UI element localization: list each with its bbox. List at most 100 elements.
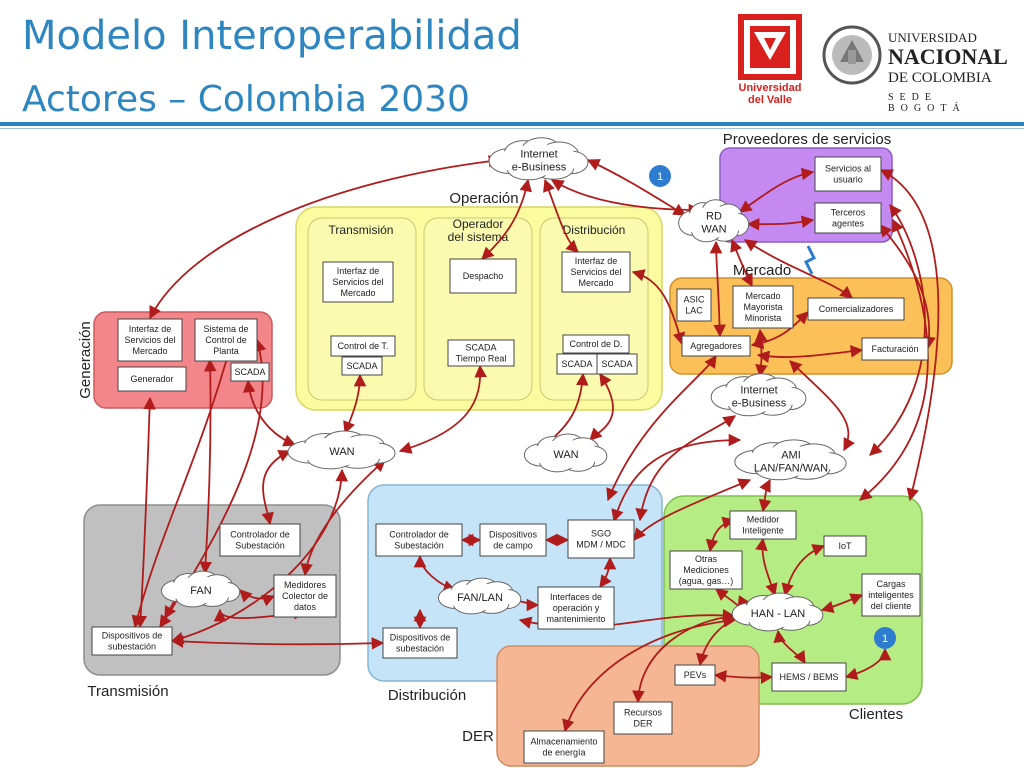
node-terceros-agentes-label-1: Terceros [831,208,866,218]
node-tr-controlador-label-2: Subestación [235,541,285,551]
connection-arrow-32 [713,670,774,684]
node-cl-medidor-label-1: Medidor [747,515,780,525]
title-rule [0,122,1024,126]
node-der-almacenamiento-label-1: Almacenamiento [530,737,597,747]
label-op-transmision: Transmisión [329,223,394,237]
node-op-di-control-label-1: Control de D. [569,339,622,349]
node-tr-medidores-label-2: Colector de [282,591,328,601]
node-box-scada-tr [447,339,515,367]
node-box-tr-medidores [273,574,337,618]
cloud-body-han-lan [740,598,816,628]
node-tr-medidores-label-3: datos [294,602,317,612]
node-di-dispositivos-label-2: subestación [396,644,444,654]
connection-arrow-1 [149,155,502,320]
node-facturacion: Facturación [861,337,929,361]
node-comercializadores: Comercializadores [807,297,905,321]
node-gen-sistema-label-3: Planta [213,346,239,356]
node-asic-lac-label-2: LAC [685,306,703,316]
label-der: DER [462,728,494,745]
node-op-di-scada1: SCADA [556,353,598,375]
connection-arrow-4 [550,179,702,217]
node-box-op-tr-control [330,335,396,357]
node-cl-otras-label-2: Mediciones [683,565,729,575]
node-tr-dispositivos-label-1: Dispositivos de [102,631,163,641]
node-gen-sistema-label-2: Control de [205,335,247,345]
cloud-internet-top-label-1: Internet [520,148,557,160]
node-box-di-interfaces [537,586,615,630]
cloud-fan-lan: FAN/LAN [437,577,522,615]
cloud-ami-label-1: AMI [781,449,801,461]
cloud-han-lan: HAN - LAN [731,592,824,632]
node-box-mercado-mayorista [732,285,794,329]
node-der-almacenamiento-label-2: de energía [542,748,585,758]
cloud-han-lan-label-1: HAN - LAN [751,608,805,620]
label-distribucion: Distribución [388,687,466,704]
node-der-recursos-label-2: DER [633,719,653,729]
cloud-body-fan-lan [445,583,515,611]
node-servicios-usuario-label-2: usuario [833,175,863,185]
node-op-di-interfaz-label-2: Servicios del [570,267,621,277]
node-comercializadores-label-1: Comercializadores [819,304,894,314]
node-op-tr-control-label-1: Control de T. [338,341,389,351]
connection-arrow-7 [746,215,815,231]
node-cl-iot-label-1: IoT [838,541,852,551]
node-cl-hems: HEMS / BEMS [771,662,847,692]
node-box-tr-controlador [219,523,301,557]
diagram-nodes: Servicios alusuarioTercerosagentesASICLA… [91,156,929,764]
connection-arrow-26 [820,593,864,614]
node-op-tr-scada-label-1: SCADA [346,361,377,371]
node-box-der-almacenamiento [523,730,605,764]
cloud-fan-lan-label-1: FAN/LAN [457,592,503,604]
cloud-wan2: WAN [523,433,608,473]
cloud-ami-label-2: LAN/FAN/WAN [754,462,828,474]
node-op-di-scada2-label-1: SCADA [601,359,632,369]
node-op-tr-control: Control de T. [330,335,396,357]
node-cl-cargas-label-2: inteligentes [868,590,914,600]
node-cl-medidor-label-2: Inteligente [742,526,784,536]
node-di-sgo-label-1: SGO [591,529,611,539]
node-box-agregadores [681,335,751,357]
node-box-cl-medidor [729,510,797,540]
node-mercado-mayorista-label-1: Mercado [745,291,780,301]
badge-bottom [874,627,896,649]
cloud-body-ami [744,446,838,476]
cloud-rd-wan-label-1: RD [706,210,722,222]
node-der-recursos-label-1: Recursos [624,708,663,718]
node-der-pevs-label-1: PEVs [684,670,707,680]
node-tr-medidores-label-1: Medidores [284,580,327,590]
node-box-der-recursos [613,701,673,735]
node-box-op-tr-scada [341,356,383,376]
connection-arrow-18 [754,328,768,378]
node-cl-iot: IoT [823,535,867,557]
node-box-di-dispositivos [382,627,458,659]
label-proveedores: Proveedores de servicios [723,131,891,148]
unal-text-2: NACIONAL [888,44,1008,69]
badge-top [649,165,671,187]
node-asic-lac-label-1: ASIC [683,295,705,305]
page-title: Modelo Interoperabilidad [22,13,522,59]
node-cl-otras-label-3: (agua, gas…) [679,576,734,586]
connection-arrow-15 [631,269,686,346]
node-gen-sistema-label-1: Sistema de [203,324,248,334]
node-terceros-agentes-label-2: agentes [832,219,865,229]
cloud-fan-label-1: FAN [190,585,211,597]
univalle-logo: Universidad del Valle [738,14,802,106]
unal-logo: UNIVERSIDAD NACIONAL DE COLOMBIA SEDE BO… [820,10,1020,114]
connection-arrow-23 [755,537,778,597]
node-scada-tr-label-1: SCADA [465,343,496,353]
node-box-servicios-usuario [814,156,882,192]
node-box-gen-scada [230,362,270,382]
